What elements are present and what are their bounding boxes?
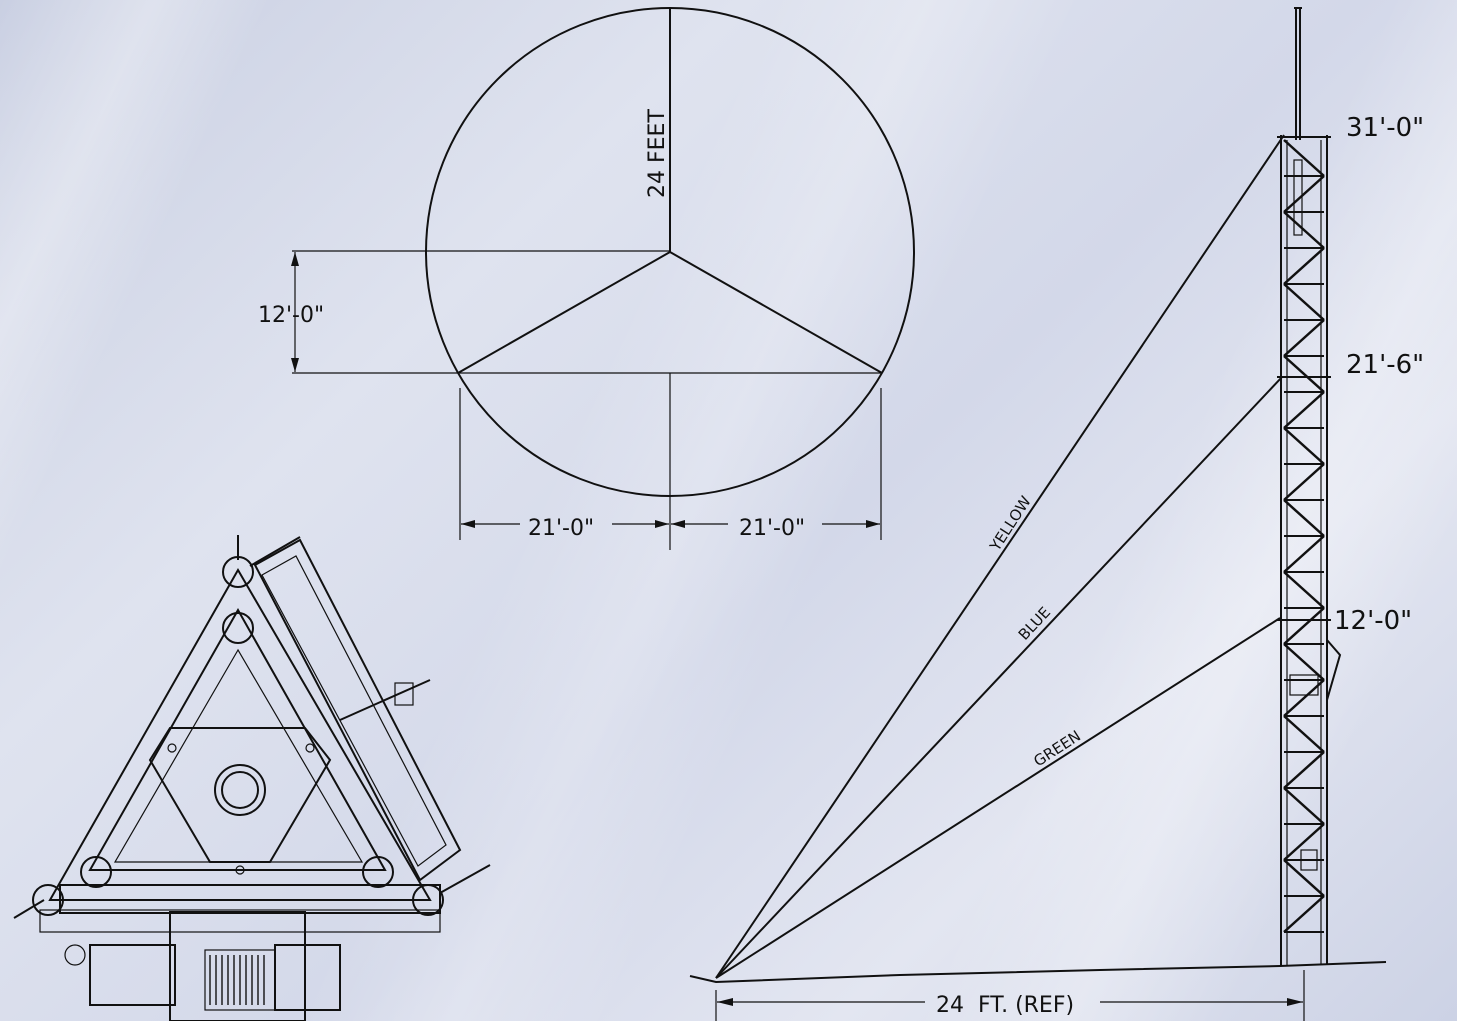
- tower-base-top-view: [13, 535, 491, 1021]
- lattice-brace: [1283, 715, 1325, 753]
- lattice-brace: [1283, 859, 1325, 897]
- height-top-label: 31'-0": [1346, 113, 1424, 143]
- guy-wires: YELLOW BLUE GREEN: [715, 134, 1285, 979]
- lattice-brace: [1283, 571, 1325, 609]
- radius-label: 24 FEET: [645, 109, 670, 198]
- height-low-label: 12'-0": [1334, 606, 1412, 636]
- right-half-label: 21'-0": [739, 516, 805, 541]
- lattice-brace: [1283, 751, 1325, 789]
- anchor-spoke-left: [457, 251, 671, 374]
- lattice-brace: [1283, 211, 1325, 249]
- lattice-brace: [1283, 643, 1325, 681]
- lattice-brace: [1283, 283, 1325, 321]
- lattice-brace: [1283, 607, 1325, 645]
- offset-label: 12'-0": [258, 303, 324, 328]
- guy-wire-middle-label: BLUE: [1015, 603, 1054, 643]
- lattice-brace: [1283, 319, 1325, 357]
- tower-elevation: [1277, 7, 1342, 965]
- guy-wire-middle: [715, 376, 1283, 979]
- lattice-brace: [1283, 787, 1325, 825]
- guy-wire-low: [715, 617, 1281, 979]
- left-half-label: 21'-0": [528, 516, 594, 541]
- lattice-brace: [1283, 139, 1325, 177]
- lattice-brace: [1283, 823, 1325, 861]
- anchor-spoke-right: [669, 251, 883, 374]
- lattice-brace: [1283, 427, 1325, 465]
- lattice-brace: [1283, 391, 1325, 429]
- height-middle-label: 21'-6": [1346, 350, 1424, 380]
- lattice-brace: [1283, 175, 1325, 213]
- lattice-brace: [1283, 463, 1325, 501]
- lattice-brace: [1283, 247, 1325, 285]
- lattice-brace: [1283, 499, 1325, 537]
- lattice-brace: [1283, 355, 1325, 393]
- ground-distance-dimension: 24 FT. (REF): [715, 970, 1305, 1021]
- lattice-brace: [1283, 679, 1325, 717]
- guy-wire-top: [715, 134, 1285, 979]
- lattice-brace: [1283, 535, 1325, 573]
- anchor-circle-plan-view: 24 FEET 12'-0" 21'-0" 21'-0": [258, 7, 915, 550]
- guy-wire-top-label: YELLOW: [986, 493, 1035, 555]
- ground-distance-label: 24 FT. (REF): [936, 993, 1074, 1018]
- lattice-brace: [1283, 895, 1325, 933]
- ground-line: [689, 961, 1387, 984]
